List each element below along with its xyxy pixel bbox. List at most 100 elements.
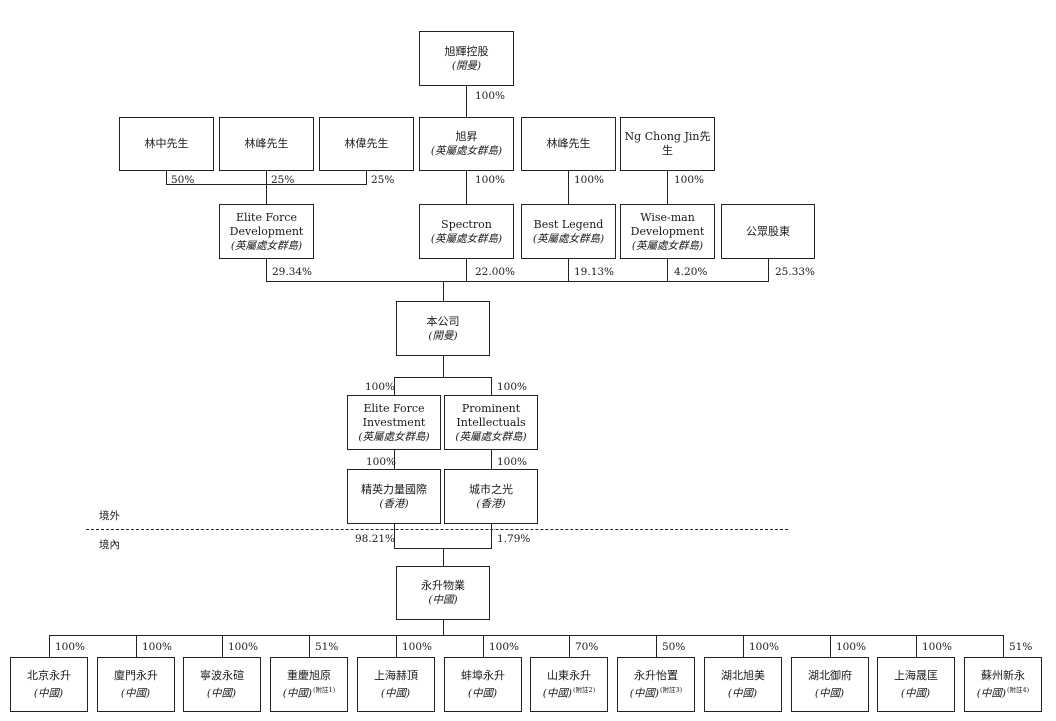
ownership-percentage: 100%	[366, 456, 397, 468]
ownership-percentage: 98.21%	[355, 533, 396, 545]
entity-jurisdiction: (中國)	[428, 594, 458, 606]
entity-jurisdiction: (英屬處女群島)	[358, 430, 430, 443]
entity-company: 本公司 (開曼)	[396, 301, 490, 356]
entity-jurisdiction: (中國)(附註3)	[629, 685, 683, 700]
subsidiary-3: 寧波永碹 (中國)	[183, 657, 261, 712]
entity-jingying: 精英力量國際 (香港)	[347, 469, 441, 524]
entity-name: 林峰先生	[546, 137, 591, 150]
connector	[466, 259, 467, 281]
entity-jurisdiction: (中國)	[727, 687, 758, 700]
connector	[366, 171, 367, 184]
footnote-ref: (附註4)	[1006, 685, 1030, 694]
ownership-percentage: 100%	[475, 90, 506, 102]
ownership-percentage: 100%	[674, 174, 705, 186]
connector	[443, 620, 444, 635]
entity-best-legend: Best Legend (英屬處女群島)	[521, 204, 616, 259]
connector	[569, 635, 570, 657]
entity-name: 永升怡置	[634, 668, 678, 682]
entity-name: Elite Force Development	[229, 210, 304, 238]
ownership-percentage: 70%	[575, 641, 599, 653]
entity-jurisdiction: (中國)	[33, 687, 64, 700]
entity-yongsheng: 永升物業 (中國)	[396, 566, 490, 620]
entity-jurisdiction: (英屬處女群島)	[532, 232, 605, 245]
connector	[466, 86, 467, 117]
entity-name: Prominent Intellectuals	[456, 401, 526, 429]
entity-jurisdiction: (英屬處女群島)	[430, 232, 503, 245]
entity-name: 旭輝控股	[444, 44, 489, 58]
connector	[916, 635, 917, 657]
connector	[49, 635, 1004, 636]
connector	[830, 635, 831, 657]
subsidiary-11: 上海晟匡 (中國)	[877, 657, 955, 712]
entity-name: 湖北旭美	[721, 668, 765, 682]
entity-name: 林中先生	[144, 137, 189, 150]
entity-spectron: Spectron (英屬處女群島)	[419, 204, 514, 259]
entity-name: 旭昇	[455, 130, 478, 143]
footnote-ref: (附註3)	[659, 685, 683, 694]
entity-prominent-intellectuals: Prominent Intellectuals (英屬處女群島)	[444, 395, 538, 450]
entity-name: Wise-man Development	[630, 210, 705, 238]
entity-lin-feng-b: 林峰先生	[521, 117, 616, 171]
entity-jurisdiction: (開曼)	[451, 59, 482, 72]
ownership-percentage: 25%	[271, 174, 295, 186]
entity-name: 湖北御府	[808, 668, 852, 682]
ownership-percentage: 100%	[836, 641, 867, 653]
subsidiary-7: 山東永升 (中國)(附註2)	[530, 657, 608, 712]
entity-elite-force-investment: Elite Force Investment (英屬處女群島)	[347, 395, 441, 450]
entity-name: 林峰先生	[244, 137, 289, 150]
entity-name: 山東永升	[547, 668, 591, 682]
ownership-percentage: 100%	[489, 641, 520, 653]
connector	[394, 450, 395, 469]
entity-lin-wei: 林偉先生	[319, 117, 414, 171]
entity-jurisdiction: (英屬處女群島)	[430, 145, 503, 157]
entity-public-shareholders: 公眾股東	[721, 204, 815, 259]
entity-jurisdiction: (中國)	[467, 687, 498, 700]
subsidiary-10: 湖北御府 (中國)	[791, 657, 869, 712]
entity-name: 北京永升	[27, 668, 71, 682]
connector	[222, 635, 223, 657]
ownership-percentage: 1.79%	[497, 533, 531, 545]
ownership-percentage: 100%	[497, 456, 528, 468]
entity-jurisdiction: (中國)(附註1)	[282, 685, 336, 700]
ownership-percentage: 50%	[662, 641, 686, 653]
subsidiary-4: 重慶旭原 (中國)(附註1)	[270, 657, 348, 712]
connector	[768, 259, 769, 281]
ownership-percentage: 19.13%	[574, 266, 615, 278]
subsidiary-1: 北京永升 (中國)	[10, 657, 88, 712]
entity-name: 城市之光	[469, 482, 513, 496]
entity-jurisdiction: (中國)	[900, 687, 931, 700]
ownership-percentage: 50%	[171, 174, 195, 186]
connector	[166, 184, 367, 185]
entity-jurisdiction: (英屬處女群島)	[230, 239, 303, 252]
entity-jurisdiction: (中國)	[120, 687, 151, 700]
connector	[166, 171, 167, 184]
entity-elite-force-development: Elite Force Development (英屬處女群島)	[219, 204, 314, 259]
entity-name: 上海赫頂	[374, 668, 418, 682]
connector	[667, 171, 668, 204]
entity-name: Spectron	[441, 217, 492, 231]
entity-name: 林偉先生	[344, 137, 389, 150]
subsidiary-6: 蚌埠永升 (中國)	[444, 657, 522, 712]
connector	[743, 635, 744, 657]
ownership-percentage: 100%	[402, 641, 433, 653]
subsidiary-2: 廈門永升 (中國)	[97, 657, 175, 712]
ownership-percentage: 100%	[475, 174, 506, 186]
connector	[394, 524, 395, 548]
entity-name: 上海晟匡	[894, 668, 938, 682]
entity-name: 蘇州新永	[981, 668, 1025, 682]
connector	[443, 548, 444, 566]
connector	[394, 377, 395, 395]
ownership-percentage: 22.00%	[475, 266, 516, 278]
ownership-percentage: 4.20%	[674, 266, 708, 278]
ownership-percentage: 51%	[1009, 641, 1033, 653]
connector	[483, 635, 484, 657]
footnote-ref: (附註1)	[312, 685, 336, 694]
entity-name: 重慶旭原	[287, 668, 331, 682]
ownership-percentage: 29.34%	[272, 266, 313, 278]
entity-jurisdiction: (英屬處女群島)	[455, 430, 527, 443]
entity-jurisdiction: (英屬處女群島)	[631, 239, 704, 252]
entity-jurisdiction: (中國)	[380, 687, 411, 700]
entity-name: Elite Force Investment	[362, 401, 426, 429]
connector	[491, 450, 492, 469]
entity-name: 寧波永碹	[200, 668, 244, 682]
